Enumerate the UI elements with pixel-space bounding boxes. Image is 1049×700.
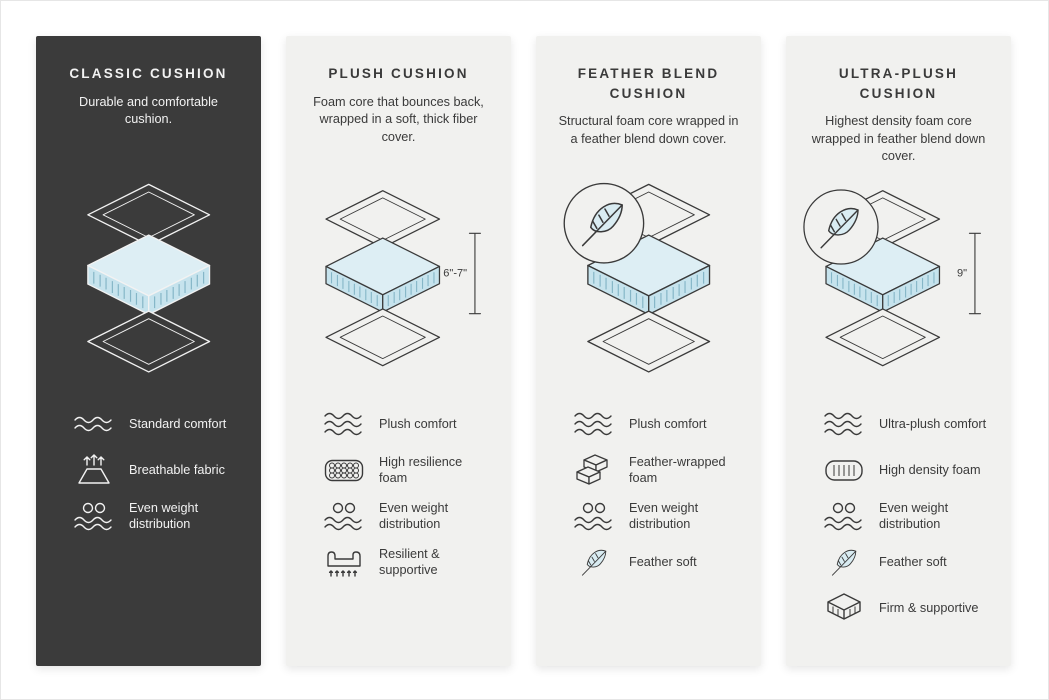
measurement-label: 9" xyxy=(957,268,967,280)
card-header: ULTRA-PLUSH CUSHION Highest density foam… xyxy=(800,64,997,170)
even-weight-icon xyxy=(574,502,612,531)
cushion-layers-icon: 6"-7" xyxy=(325,190,482,367)
feature-row: Resilient & supportive xyxy=(322,544,493,580)
card-description: Foam core that bounces back, wrapped in … xyxy=(313,94,484,144)
measurement-bracket: 6"-7" xyxy=(443,232,482,315)
even-weight-icon xyxy=(324,502,362,531)
feature-label: Standard comfort xyxy=(129,416,227,431)
feature-row: Feather soft xyxy=(822,544,993,580)
feature-label: Even weight distribution xyxy=(379,500,449,532)
feature-row: Even weight distribution xyxy=(72,498,243,534)
waves-icon xyxy=(824,412,862,436)
foam-bubbles-icon xyxy=(324,459,364,482)
feature-row: Even weight distribution xyxy=(572,498,743,534)
card-description: Highest density foam core wrapped in fea… xyxy=(811,114,986,164)
feature-row: High density foam xyxy=(822,452,993,488)
feature-list: Standard comfort Breathable fabric Even … xyxy=(50,406,247,534)
feature-row: Standard comfort xyxy=(72,406,243,442)
feature-list: Ultra-plush comfort High density foam Ev… xyxy=(800,406,997,626)
feature-label: Ultra-plush comfort xyxy=(879,416,987,431)
cushion-illustration: 9" xyxy=(800,170,997,388)
feather-badge xyxy=(564,184,643,263)
bricks-icon xyxy=(576,454,608,485)
card-header: PLUSH CUSHION Foam core that bounces bac… xyxy=(300,64,497,170)
feature-row: Plush comfort xyxy=(322,406,493,442)
card-description: Structural foam core wrapped in a feathe… xyxy=(558,114,739,146)
feature-label: Firm & supportive xyxy=(879,600,979,615)
measurement-label: 6"-7" xyxy=(443,268,467,280)
feature-row: Feather-wrapped foam xyxy=(572,452,743,488)
feature-label: Feather soft xyxy=(879,554,947,569)
feature-row: Firm & supportive xyxy=(822,590,993,626)
waves-icon xyxy=(574,412,612,436)
cushion-layers-icon: 9" xyxy=(800,181,982,367)
feature-list: Plush comfort High resilience foam Even … xyxy=(300,406,497,580)
card-title: CLASSIC CUSHION xyxy=(69,66,228,81)
cushion-illustration: 6"-7" xyxy=(300,170,497,388)
feature-row: Plush comfort xyxy=(572,406,743,442)
density-stripes-icon xyxy=(825,460,863,481)
card-classic-cushion: CLASSIC CUSHION Durable and comfortable … xyxy=(36,36,261,666)
card-header: FEATHER BLEND CUSHION Structural foam co… xyxy=(550,64,747,170)
even-weight-icon xyxy=(824,502,862,531)
feature-row: Ultra-plush comfort xyxy=(822,406,993,442)
feature-label: Plush comfort xyxy=(629,416,707,431)
feather-icon xyxy=(572,544,616,580)
waves-icon xyxy=(324,412,362,436)
card-title: ULTRA-PLUSH CUSHION xyxy=(838,66,959,101)
feature-label: Even weight distribution xyxy=(129,500,199,532)
feature-row: Feather soft xyxy=(572,544,743,580)
card-feather-blend-cushion: FEATHER BLEND CUSHION Structural foam co… xyxy=(536,36,761,666)
feather-icon xyxy=(822,544,866,580)
feather-badge xyxy=(804,190,878,264)
feature-label: Plush comfort xyxy=(379,416,457,431)
card-title: FEATHER BLEND CUSHION xyxy=(577,66,720,101)
card-plush-cushion: PLUSH CUSHION Foam core that bounces bac… xyxy=(286,36,511,666)
feature-label: High density foam xyxy=(879,462,981,477)
cushion-illustration xyxy=(550,170,747,388)
even-weight-icon xyxy=(74,502,112,531)
card-title: PLUSH CUSHION xyxy=(328,66,469,81)
card-description: Durable and comfortable cushion. xyxy=(79,94,218,127)
feature-row: Breathable fabric xyxy=(72,452,243,488)
card-header: CLASSIC CUSHION Durable and comfortable … xyxy=(50,64,247,170)
firm-slab-icon xyxy=(827,593,861,620)
feature-label: Even weight distribution xyxy=(879,500,949,532)
feature-row: High resilience foam xyxy=(322,452,493,488)
feature-label: Feather soft xyxy=(629,554,697,569)
feature-label: Breathable fabric xyxy=(129,462,225,477)
waves-icon xyxy=(74,416,112,432)
measurement-bracket: 9" xyxy=(957,232,982,315)
feature-list: Plush comfort Feather-wrapped foam Even … xyxy=(550,406,747,580)
feature-label: Resilient & supportive xyxy=(379,546,440,578)
breathable-icon xyxy=(78,454,110,484)
feature-label: Even weight distribution xyxy=(629,500,699,532)
feature-label: High resilience foam xyxy=(379,454,463,486)
chaise-springs-icon xyxy=(327,551,361,577)
cushion-layers-icon xyxy=(560,181,711,373)
feature-row: Even weight distribution xyxy=(822,498,993,534)
cushion-layers-icon xyxy=(86,183,211,373)
card-ultra-plush-cushion: ULTRA-PLUSH CUSHION Highest density foam… xyxy=(786,36,1011,666)
feature-label: Feather-wrapped foam xyxy=(629,454,726,486)
cushion-illustration xyxy=(50,170,247,388)
feature-row: Even weight distribution xyxy=(322,498,493,534)
